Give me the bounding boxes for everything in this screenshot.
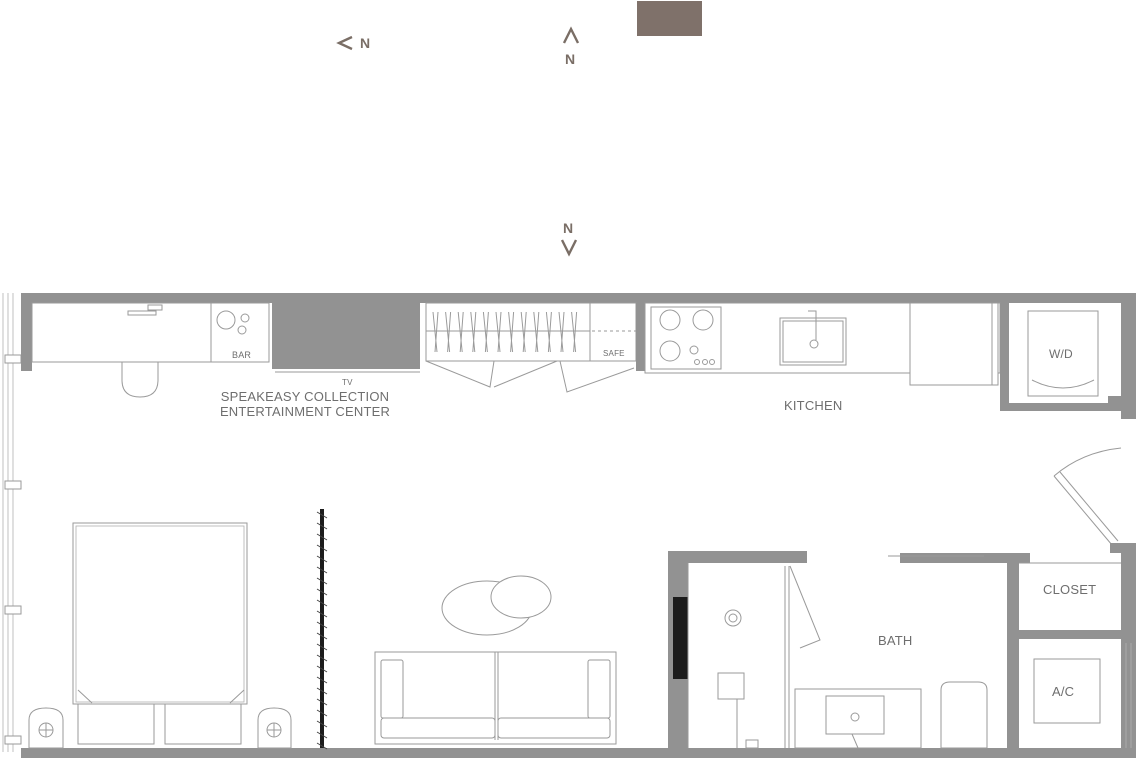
- divider-slat: [316, 610, 328, 618]
- room-divider-screen: [316, 509, 328, 750]
- divider-slat: [316, 698, 328, 706]
- divider-slat: [316, 731, 328, 739]
- divider-slat: [316, 632, 328, 640]
- divider-slat: [316, 720, 328, 728]
- exterior-walls: [21, 293, 1136, 758]
- hanger: [533, 311, 540, 353]
- hanger: [470, 311, 477, 353]
- ac-closet: A/C: [1033, 643, 1132, 748]
- nightstand-right: [257, 707, 292, 749]
- entry-door: [1053, 447, 1122, 546]
- ac-label: A/C: [1052, 684, 1074, 699]
- divider-slat: [316, 709, 328, 717]
- hanger: [445, 311, 452, 353]
- divider-slat: [316, 687, 328, 695]
- north-arrow-up-icon: [562, 26, 580, 44]
- north-indicator-down: N: [560, 220, 578, 257]
- divider-slat: [316, 555, 328, 563]
- bathroom-walls: [668, 543, 1136, 758]
- sofa: [374, 651, 617, 745]
- kitchen-label: KITCHEN: [784, 398, 842, 413]
- shower: [687, 563, 821, 749]
- hanger: [545, 311, 552, 353]
- divider-slat: [316, 742, 328, 750]
- bath-label: BATH: [878, 633, 913, 648]
- wardrobe: SAFE: [425, 302, 637, 393]
- divider-slat: [316, 511, 328, 519]
- hanger: [508, 311, 515, 353]
- entertainment-center-label-line2: ENTERTAINMENT CENTER: [220, 404, 390, 419]
- nightstand-left: [28, 707, 64, 749]
- bath-fixtures: [794, 681, 988, 749]
- north-arrow-down-icon: [560, 239, 578, 257]
- divider-slat: [316, 588, 328, 596]
- window-strip: [2, 293, 22, 752]
- divider-slat: [316, 643, 328, 651]
- north-label-down: N: [563, 220, 573, 236]
- hanger: [558, 311, 565, 353]
- kitchen-wall-stub: [636, 303, 645, 371]
- divider-slat: [316, 599, 328, 607]
- tv-label: TV: [342, 378, 353, 387]
- divider-slat: [316, 676, 328, 684]
- north-indicator-left: N: [336, 35, 370, 51]
- hangers: [432, 311, 578, 353]
- tv-unit: TV: [272, 303, 420, 387]
- north-label-up: N: [565, 51, 575, 67]
- divider-slat: [316, 654, 328, 662]
- bar-counter: BAR: [31, 302, 270, 398]
- divider-slat: [316, 665, 328, 673]
- divider-slat: [316, 577, 328, 585]
- bar-label: BAR: [232, 350, 251, 360]
- north-indicator-up: N: [562, 26, 580, 67]
- divider-slat: [316, 621, 328, 629]
- hanger: [495, 311, 502, 353]
- hanger: [571, 311, 578, 353]
- divider-slat: [316, 566, 328, 574]
- hanger: [432, 311, 439, 353]
- divider-slat: [316, 522, 328, 530]
- bed: [72, 522, 248, 745]
- hanger: [457, 311, 464, 353]
- closet-label: CLOSET: [1043, 582, 1096, 597]
- washer-dryer-label: W/D: [1049, 347, 1073, 361]
- hanger: [520, 311, 527, 353]
- safe-label: SAFE: [603, 349, 625, 358]
- color-swatch: [637, 1, 702, 36]
- washer-dryer-closet: W/D: [1000, 303, 1121, 411]
- kitchen-counter: [644, 302, 1001, 386]
- north-arrow-left-icon: [336, 35, 353, 51]
- coffee-tables: [441, 575, 552, 636]
- divider-slat: [316, 533, 328, 541]
- closet: CLOSET: [1019, 562, 1121, 597]
- hanger: [482, 311, 489, 353]
- north-label-left: N: [360, 35, 370, 51]
- divider-slat: [316, 544, 328, 552]
- entertainment-center-label-line1: SPEAKEASY COLLECTION: [221, 389, 390, 404]
